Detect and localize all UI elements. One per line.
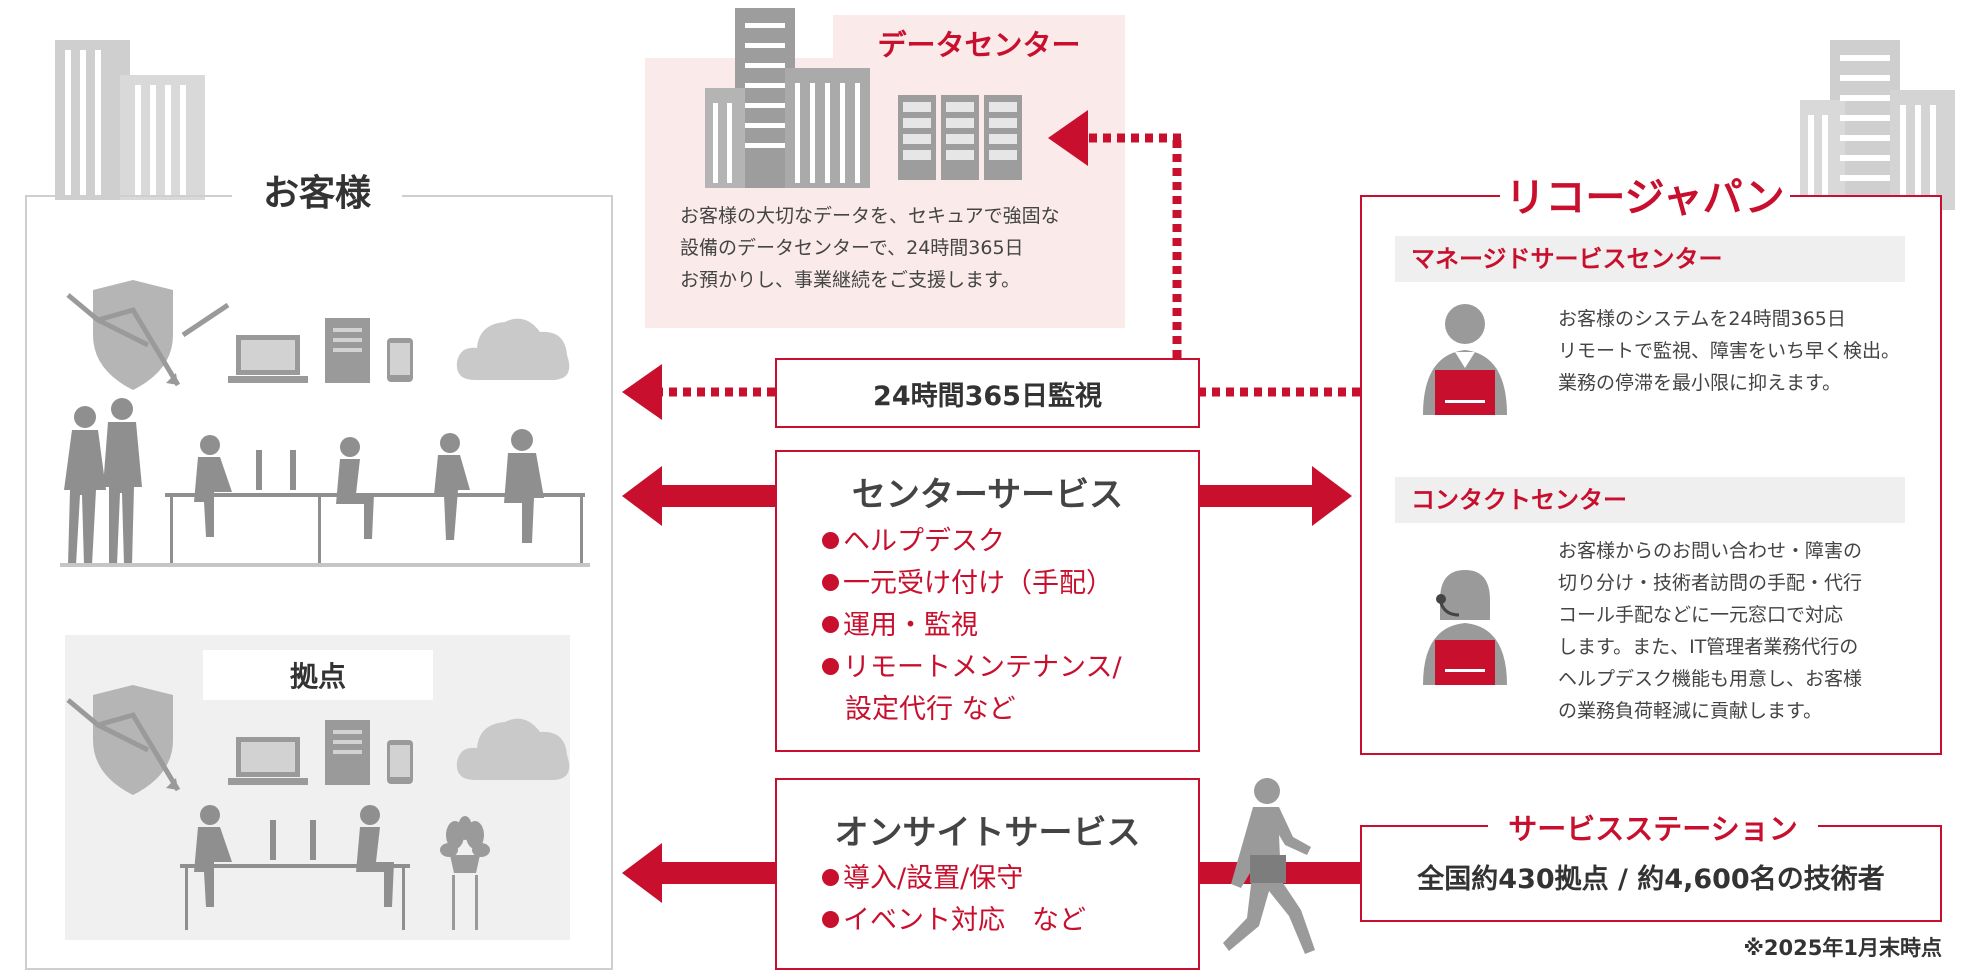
bullet-icon <box>822 532 839 549</box>
bullet-icon <box>822 658 839 675</box>
managed-service-center-title: マネージドサービスセンター <box>1395 236 1905 282</box>
center-service-item-continued: 設定代行 など <box>845 694 1016 725</box>
branch-workers-illustration <box>180 805 410 930</box>
service-station-summary: 全国約430拠点 / 約4,600名の技術者 <box>1417 864 1885 895</box>
datacenter-title: データセンター <box>877 28 1081 62</box>
branch-server-icon <box>325 720 370 785</box>
onsite-service-box <box>775 778 1200 970</box>
branch-cloud-icon <box>456 718 570 780</box>
footnote: ※2025年1月末時点 <box>1743 936 1942 960</box>
contact-description-line: の業務負荷軽減に貢献します。 <box>1558 700 1823 722</box>
customer-building-icon <box>55 40 205 200</box>
operator-icon <box>1423 304 1507 415</box>
center-service-title: センターサービス <box>851 475 1124 515</box>
contact-description-line: コール手配などに一元窓口で対応 <box>1558 604 1844 626</box>
contact-center-description: お客様からのお問い合わせ・障害の 切り分け・技術者訪問の手配・代行 コール手配な… <box>1558 535 1938 727</box>
managed-description-line: お客様のシステムを24時間365日 <box>1558 308 1846 330</box>
onsite-service-item: イベント対応 など <box>822 900 1086 942</box>
datacenter-building-icon <box>705 8 870 188</box>
managed-service-description: お客様のシステムを24時間365日 リモートで監視、障害をいち早く検出。 業務の… <box>1558 303 1938 399</box>
contact-description-line: ヘルプデスク機能も用意し、お客様 <box>1558 668 1863 690</box>
branch-title: 拠点 <box>203 650 433 700</box>
onsite-service-title: オンサイトサービス <box>834 813 1141 853</box>
contact-description-line: 切り分け・技術者訪問の手配・代行 <box>1558 572 1863 594</box>
datacenter-description-line: お預かりし、事業継続をご支援します。 <box>680 269 1021 291</box>
smartphone-icon <box>387 338 413 382</box>
onsite-service-list: 導入/設置/保守 イベント対応 など <box>822 858 1086 942</box>
ricoh-building-icon <box>1800 40 1955 210</box>
monitoring-label: 24時間365日監視 <box>873 380 1102 412</box>
office-workers-illustration <box>60 398 590 567</box>
center-service-list: ヘルプデスク 一元受け付け（手配） 運用・監視 リモートメンテナンス/ 設定代行… <box>822 521 1122 731</box>
managed-description-line: 業務の停滞を最小限に抑えます。 <box>1558 372 1842 394</box>
service-station-title: サービスステーション <box>1488 805 1818 849</box>
contact-description-line: お客様からのお問い合わせ・障害の <box>1558 540 1863 562</box>
security-shield-icon <box>66 280 230 390</box>
center-service-box <box>775 450 1200 752</box>
branch-smartphone-icon <box>387 740 413 784</box>
headset-operator-icon <box>1423 570 1507 685</box>
center-service-item: 運用・監視 <box>822 605 1122 647</box>
onsite-service-item: 導入/設置/保守 <box>822 858 1086 900</box>
branch-security-shield-icon <box>66 685 181 795</box>
bullet-icon <box>822 869 839 886</box>
bullet-icon <box>822 616 839 633</box>
server-icon <box>325 318 370 383</box>
contact-description-line: します。また、IT管理者業務代行の <box>1558 636 1859 658</box>
contact-center-title: コンタクトセンター <box>1395 477 1905 523</box>
datacenter-description: お客様の大切なデータを、セキュアで強固な 設備のデータセンターで、24時間365… <box>680 200 1110 296</box>
center-service-item: リモートメンテナンス/ <box>822 647 1122 689</box>
bullet-icon <box>822 911 839 928</box>
datacenter-description-line: 設備のデータセンターで、24時間365日 <box>680 237 1024 259</box>
datacenter-description-line: お客様の大切なデータを、セキュアで強固な <box>680 205 1060 227</box>
branch-laptop-icon <box>228 737 308 785</box>
running-technician-icon <box>1223 778 1315 954</box>
center-service-item: 一元受け付け（手配） <box>822 563 1122 605</box>
bullet-icon <box>822 574 839 591</box>
plant-icon <box>440 816 490 930</box>
customer-title: お客様 <box>232 168 402 220</box>
ricoh-title: リコージャパン <box>1500 165 1790 223</box>
cloud-icon <box>456 318 570 380</box>
monitoring-box: 24時間365日監視 <box>775 358 1200 428</box>
laptop-icon <box>228 335 308 383</box>
datacenter-title-panel <box>833 15 1125 65</box>
managed-description-line: リモートで監視、障害をいち早く検出。 <box>1558 340 1901 362</box>
center-service-item: ヘルプデスク <box>822 521 1122 563</box>
server-rack-icon <box>898 95 1022 180</box>
